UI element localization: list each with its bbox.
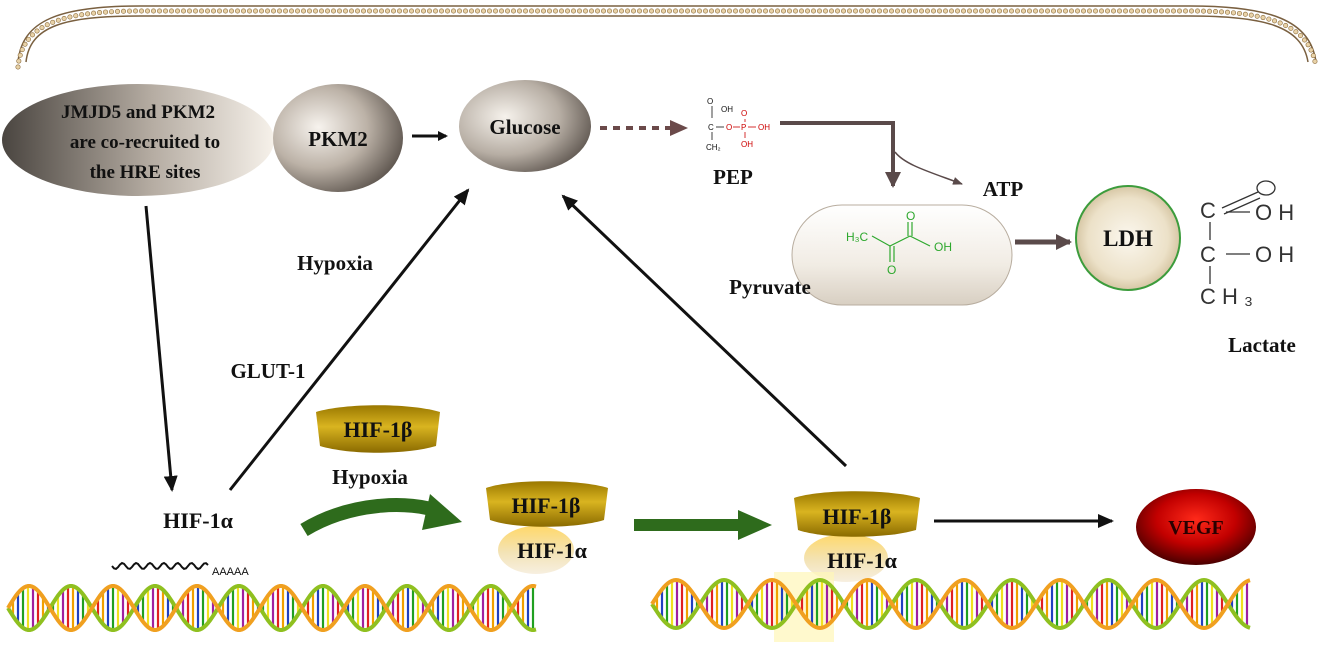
- dna-helix-right: [650, 577, 1251, 631]
- svg-text:O: O: [741, 109, 747, 118]
- hif-complex-1: HIF-1β HIF-1α: [486, 481, 608, 574]
- pyruvate-node: H₃C O O OH Pyruvate: [729, 204, 1013, 306]
- pep-structure: O OH C O P O OH OH CH₂: [706, 97, 770, 152]
- svg-text:C: C: [1200, 242, 1216, 267]
- svg-text:OH: OH: [758, 123, 770, 132]
- glucose-to-pep-arrowhead: [670, 120, 688, 136]
- svg-text:H₃C: H₃C: [846, 230, 869, 244]
- svg-text:O: O: [887, 263, 896, 277]
- svg-text:O H: O H: [1255, 242, 1294, 267]
- ldh-node: LDH: [1075, 185, 1181, 291]
- jmjd5-label-line3: the HRE sites: [90, 162, 201, 183]
- vegf-label: VEGF: [1168, 517, 1224, 539]
- pep-to-atp-arrow: [894, 151, 963, 185]
- jmjd5-pkm2-node: JMJD5 and PKM2 are co-recruited to the H…: [2, 84, 274, 196]
- complex-to-glucose-arrow: [561, 194, 848, 468]
- svg-text:C: C: [1200, 198, 1216, 223]
- glucose-node: Glucose: [459, 80, 591, 172]
- svg-text:C H ₃: C H ₃: [1200, 284, 1253, 309]
- glut1-arrow: [228, 188, 470, 491]
- hypoxia-bottom-label: Hypoxia: [332, 465, 408, 489]
- svg-text:C: C: [708, 123, 714, 132]
- mrna-polya-label: AAAAA: [212, 566, 249, 578]
- pep-to-pyruvate-arrow: [780, 121, 901, 188]
- lactate-label: Lactate: [1228, 333, 1296, 357]
- pyruvate-label: Pyruvate: [729, 275, 811, 299]
- svg-text:OH: OH: [934, 240, 952, 254]
- complex2-alpha-label: HIF-1α: [827, 548, 897, 573]
- svg-text:O: O: [906, 209, 915, 223]
- jmjd5-label-line2: are co-recruited to: [70, 132, 220, 153]
- svg-text:OH: OH: [721, 105, 733, 114]
- svg-text:O H: O H: [1255, 200, 1294, 225]
- hif1b-free-node: HIF-1β: [316, 405, 440, 453]
- pkm2-node: PKM2: [273, 84, 403, 192]
- hif-complex-2: HIF-1β HIF-1α: [794, 491, 920, 582]
- hypoxia-top-label: Hypoxia: [297, 251, 373, 275]
- dna-helix-left: [6, 584, 537, 632]
- mrna-strand: AAAAA: [111, 561, 249, 578]
- pkm2-label: PKM2: [308, 127, 367, 151]
- glut1-label: GLUT-1: [230, 359, 305, 383]
- complex2-beta-label: HIF-1β: [822, 504, 891, 529]
- svg-text:O: O: [726, 123, 732, 132]
- pep-label: PEP: [713, 165, 753, 189]
- hif1a-label: HIF-1α: [163, 508, 233, 533]
- dimerization-arrowhead: [422, 494, 462, 530]
- glucose-label: Glucose: [489, 115, 560, 139]
- dimerization-arrow: [300, 498, 443, 537]
- jmjd5-label-line1: JMJD5 and PKM2: [61, 102, 215, 123]
- svg-text:O: O: [707, 97, 713, 106]
- translocation-arrowhead: [738, 510, 772, 540]
- hre-site-highlight: [774, 572, 834, 642]
- svg-text:OH: OH: [741, 140, 753, 149]
- hif1b-free-label: HIF-1β: [343, 417, 412, 442]
- complex1-alpha-label: HIF-1α: [517, 538, 587, 563]
- complex1-beta-label: HIF-1β: [511, 493, 580, 518]
- svg-text:P: P: [741, 123, 746, 132]
- vegf-node: VEGF: [1136, 489, 1256, 565]
- lactate-structure: C O H C O H C H ₃: [1200, 180, 1294, 309]
- ldh-label: LDH: [1103, 226, 1153, 251]
- pyruvate-structure: H₃C O O OH: [846, 209, 952, 277]
- atp-label: ATP: [983, 177, 1024, 201]
- jmjd5-to-hif1a-arrow: [144, 205, 178, 492]
- svg-text:CH₂: CH₂: [706, 143, 721, 152]
- cell-membrane: [15, 5, 1318, 70]
